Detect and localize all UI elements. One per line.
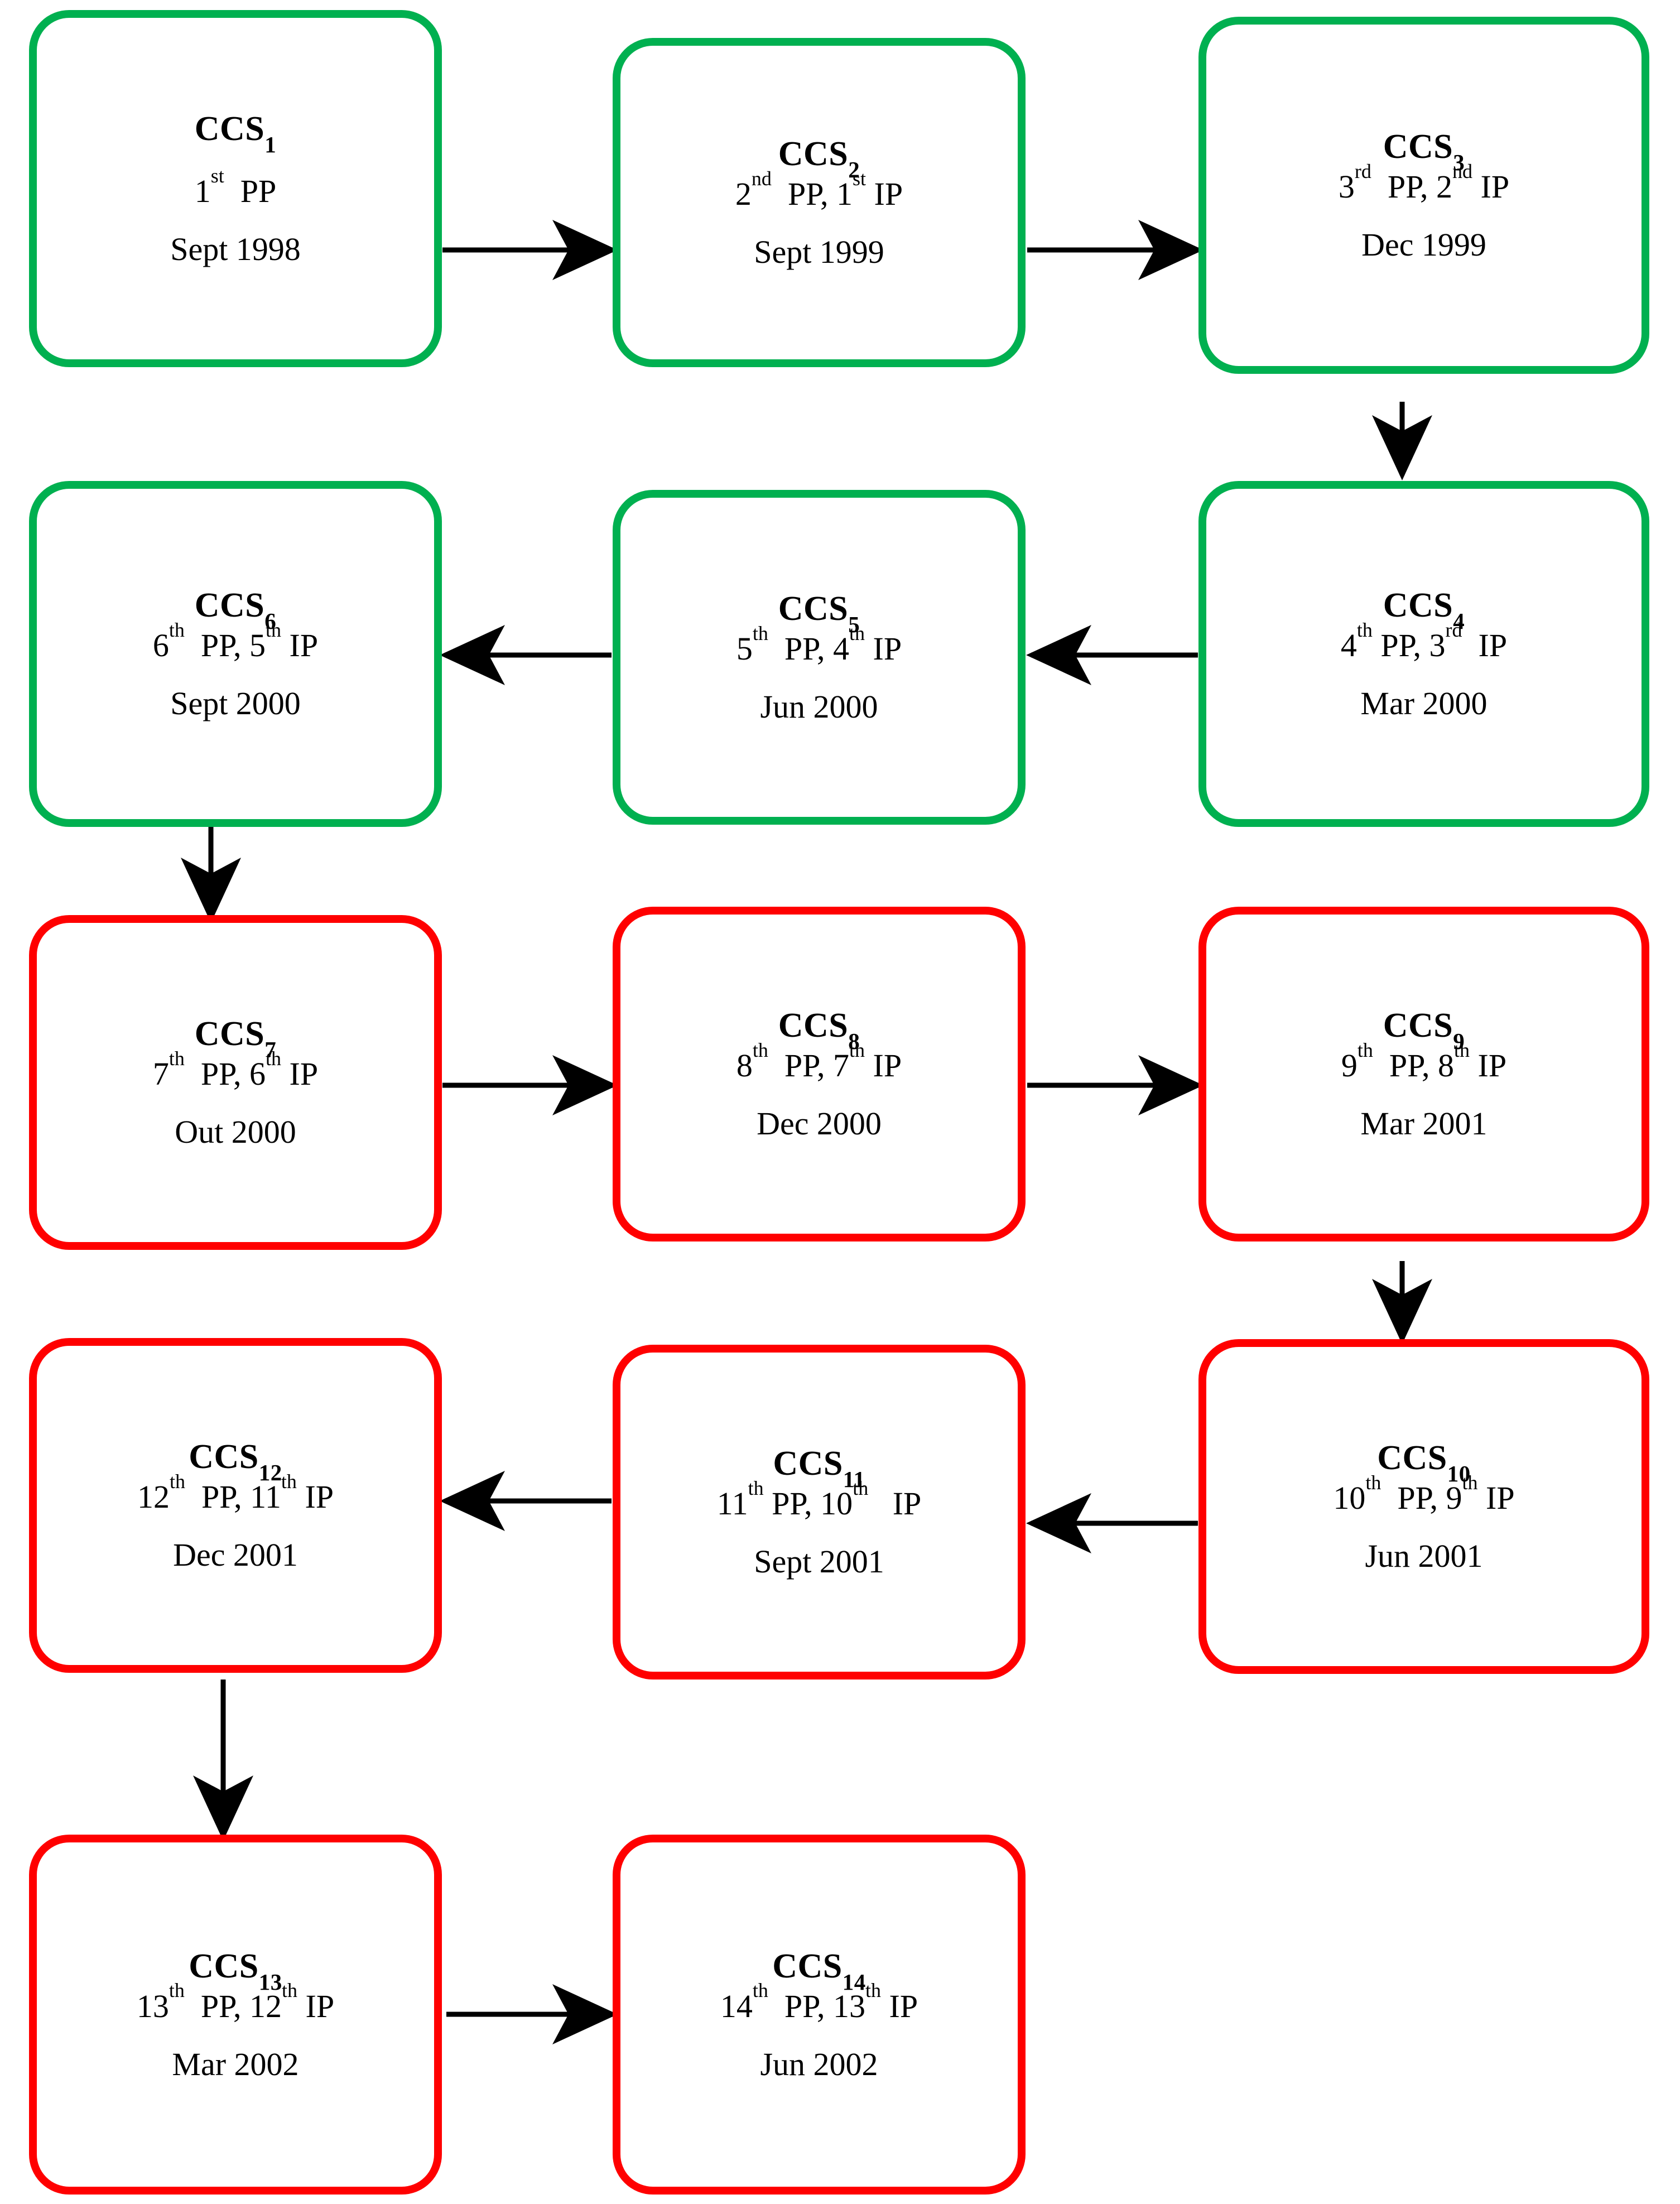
node-ccs6-date: Sept 2000 — [170, 685, 301, 721]
node-ccs4-title: CCS4 — [1383, 586, 1465, 634]
node-ccs7-title: CCS7 — [194, 1015, 277, 1063]
node-ccs14-meta: 14th PP, 13th IP — [720, 1979, 918, 2024]
node-ccs3-date: Dec 1999 — [1361, 227, 1486, 263]
node-ccs5[interactable]: CCS5 5th PP, 4th IP Jun 2000 — [613, 490, 1026, 825]
node-ccs4-date: Mar 2000 — [1360, 685, 1488, 721]
node-ccs11-meta: 11th PP, 10th IP — [716, 1476, 922, 1522]
node-ccs3-meta: 3rd PP, 2nd IP — [1338, 160, 1510, 205]
node-ccs6[interactable]: CCS6 6th PP, 5th IP Sept 2000 — [29, 481, 442, 827]
node-ccs2-title: CCS2 — [778, 135, 860, 183]
node-ccs8-title: CCS8 — [778, 1007, 860, 1055]
node-ccs1[interactable]: CCS1 1st PP Sept 1998 — [29, 10, 442, 367]
node-ccs6-title: CCS6 — [194, 586, 277, 634]
node-ccs3[interactable]: CCS3 3rd PP, 2nd IP Dec 1999 — [1198, 17, 1649, 374]
node-ccs11-date: Sept 2001 — [754, 1543, 884, 1580]
node-ccs6-meta: 6th PP, 5th IP — [152, 618, 319, 663]
node-ccs10-meta: 10th PP, 9th IP — [1333, 1471, 1515, 1516]
node-ccs13-meta: 13th PP, 12th IP — [136, 1979, 335, 2024]
node-ccs4-meta: 4th PP, 3rd IP — [1340, 618, 1508, 663]
node-ccs14-title: CCS14 — [772, 1947, 866, 1995]
node-ccs9-meta: 9th PP, 8th IP — [1341, 1038, 1507, 1084]
node-ccs2[interactable]: CCS2 2nd PP, 1st IP Sept 1999 — [613, 38, 1026, 367]
node-ccs2-date: Sept 1999 — [754, 234, 884, 270]
node-ccs2-meta: 2nd PP, 1st IP — [735, 167, 903, 212]
node-ccs12-date: Dec 2001 — [173, 1537, 298, 1573]
node-ccs8[interactable]: CCS8 8th PP, 7th IP Dec 2000 — [613, 907, 1026, 1241]
node-ccs3-title: CCS3 — [1383, 128, 1465, 176]
node-ccs12-meta: 12th PP, 11th IP — [137, 1470, 334, 1515]
node-ccs11[interactable]: CCS11 11th PP, 10th IP Sept 2001 — [613, 1345, 1026, 1680]
node-ccs9-title: CCS9 — [1383, 1007, 1465, 1055]
node-ccs8-meta: 8th PP, 7th IP — [736, 1038, 902, 1084]
node-ccs14-date: Jun 2002 — [760, 2046, 878, 2082]
node-ccs10-title: CCS10 — [1377, 1439, 1471, 1487]
node-ccs5-title: CCS5 — [778, 590, 860, 638]
node-ccs14[interactable]: CCS14 14th PP, 13th IP Jun 2002 — [613, 1835, 1026, 2195]
node-ccs13-date: Mar 2002 — [172, 2046, 299, 2082]
node-ccs7-meta: 7th PP, 6th IP — [152, 1047, 319, 1092]
node-ccs7[interactable]: CCS7 7th PP, 6th IP Out 2000 — [29, 915, 442, 1250]
node-ccs9[interactable]: CCS9 9th PP, 8th IP Mar 2001 — [1198, 907, 1649, 1241]
node-ccs10[interactable]: CCS10 10th PP, 9th IP Jun 2001 — [1198, 1339, 1649, 1674]
node-ccs7-date: Out 2000 — [175, 1114, 296, 1150]
node-ccs13-title: CCS13 — [189, 1947, 282, 1995]
node-ccs5-date: Jun 2000 — [760, 689, 878, 725]
node-ccs12[interactable]: CCS12 12th PP, 11th IP Dec 2001 — [29, 1338, 442, 1673]
node-ccs10-date: Jun 2001 — [1365, 1538, 1483, 1574]
node-ccs12-title: CCS12 — [189, 1438, 282, 1486]
node-ccs11-title: CCS11 — [773, 1445, 865, 1493]
node-ccs9-date: Mar 2001 — [1360, 1105, 1488, 1142]
node-ccs13[interactable]: CCS13 13th PP, 12th IP Mar 2002 — [29, 1835, 442, 2195]
node-ccs8-date: Dec 2000 — [757, 1105, 882, 1142]
node-ccs5-meta: 5th PP, 4th IP — [736, 622, 902, 667]
node-ccs4[interactable]: CCS4 4th PP, 3rd IP Mar 2000 — [1198, 481, 1649, 827]
node-ccs1-date: Sept 1998 — [170, 231, 301, 267]
node-ccs1-title: CCS1 — [194, 110, 277, 158]
node-ccs1-meta: 1st PP — [194, 164, 277, 209]
